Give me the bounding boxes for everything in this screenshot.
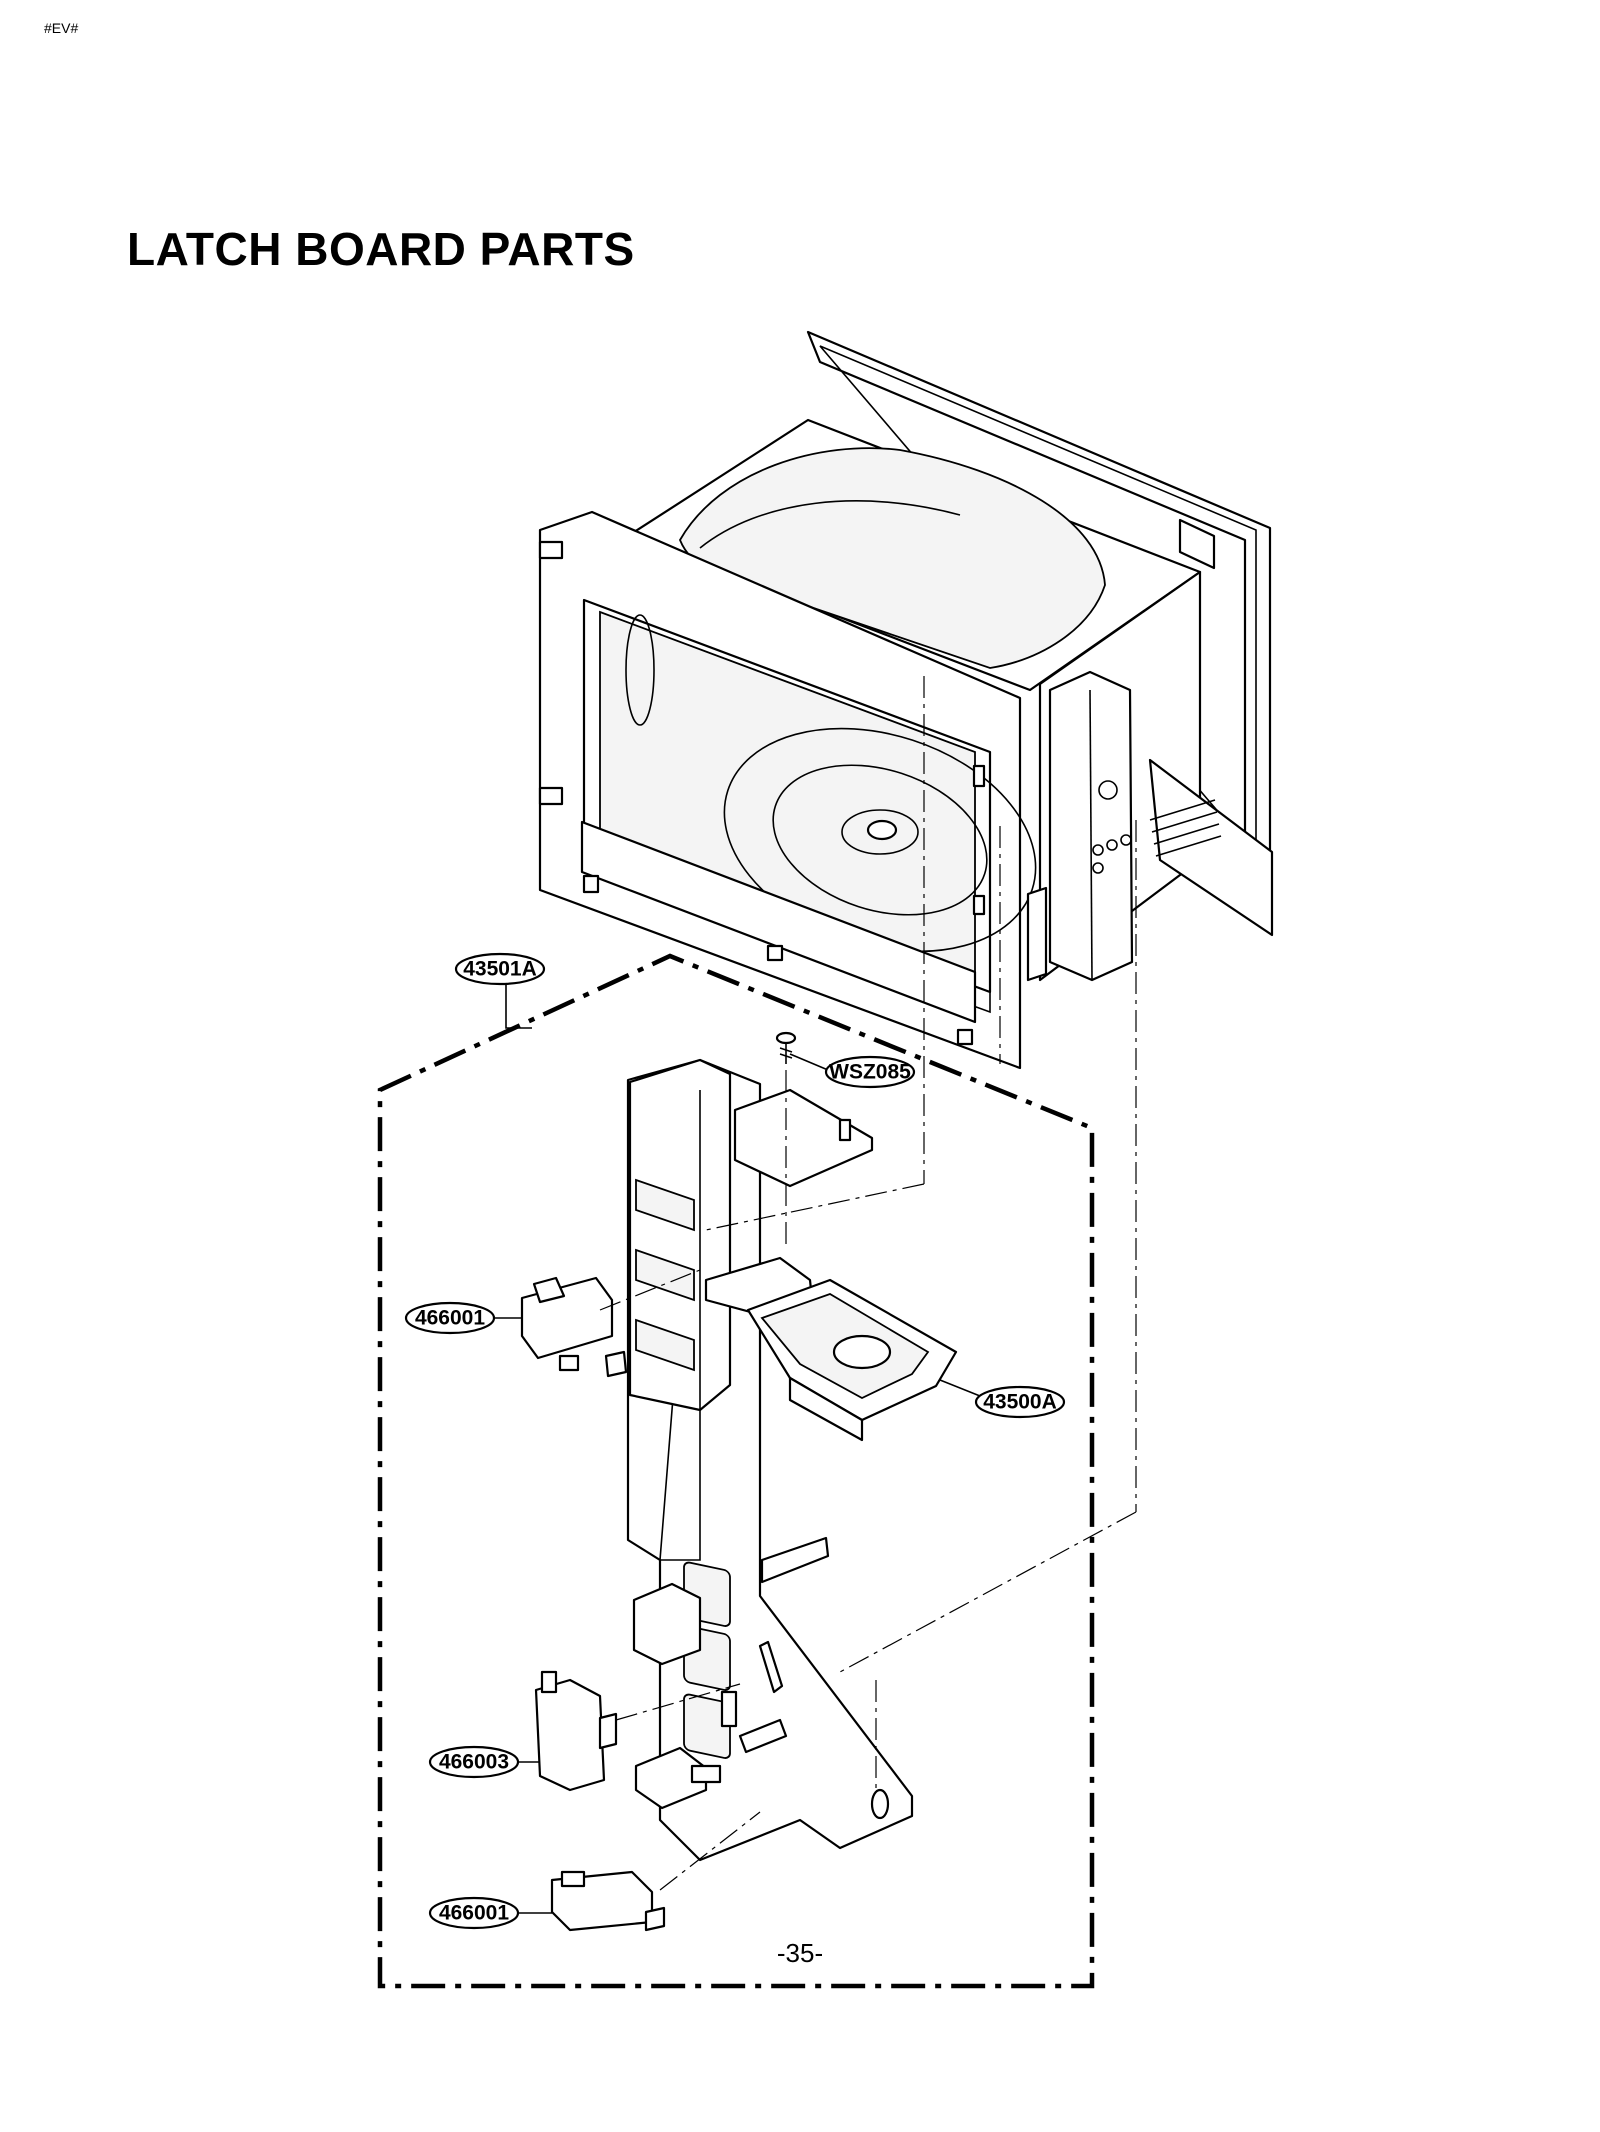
page-number: -35- [776, 1938, 824, 1968]
callout-466001-lower: 466001 [428, 1896, 552, 1930]
callout-466003: 466003 [428, 1745, 540, 1779]
callout-label: 466001 [415, 1307, 485, 1330]
page-title: LATCH BOARD PARTS [127, 223, 635, 275]
document-code-tag: #EV# [44, 20, 79, 36]
middle-micro-switch-part [534, 1670, 618, 1792]
assembly-centerlines [599, 676, 1137, 1891]
callout-466001-upper: 466001 [404, 1301, 522, 1335]
vent-slots [1149, 799, 1222, 857]
latch-board-illustration [626, 1058, 914, 1862]
callout-label: 466003 [439, 1751, 509, 1774]
callout-43500A: 43500A [939, 1379, 1066, 1419]
lever-part [746, 1278, 958, 1442]
callout-label: 43500A [983, 1391, 1057, 1414]
assembly-boundary [377, 953, 1095, 1989]
lower-micro-switch-part [550, 1870, 666, 1932]
upper-micro-switch-part [520, 1276, 628, 1378]
callout-WSZ085: WSZ085 [789, 1053, 916, 1089]
callout-label: 466001 [439, 1902, 509, 1925]
callout-43501A: 43501A [454, 952, 546, 1029]
callout-label: 43501A [463, 958, 537, 981]
screw-part [775, 1031, 797, 1064]
callout-label: WSZ085 [829, 1061, 911, 1084]
oven-cavity-illustration [538, 330, 1274, 1070]
